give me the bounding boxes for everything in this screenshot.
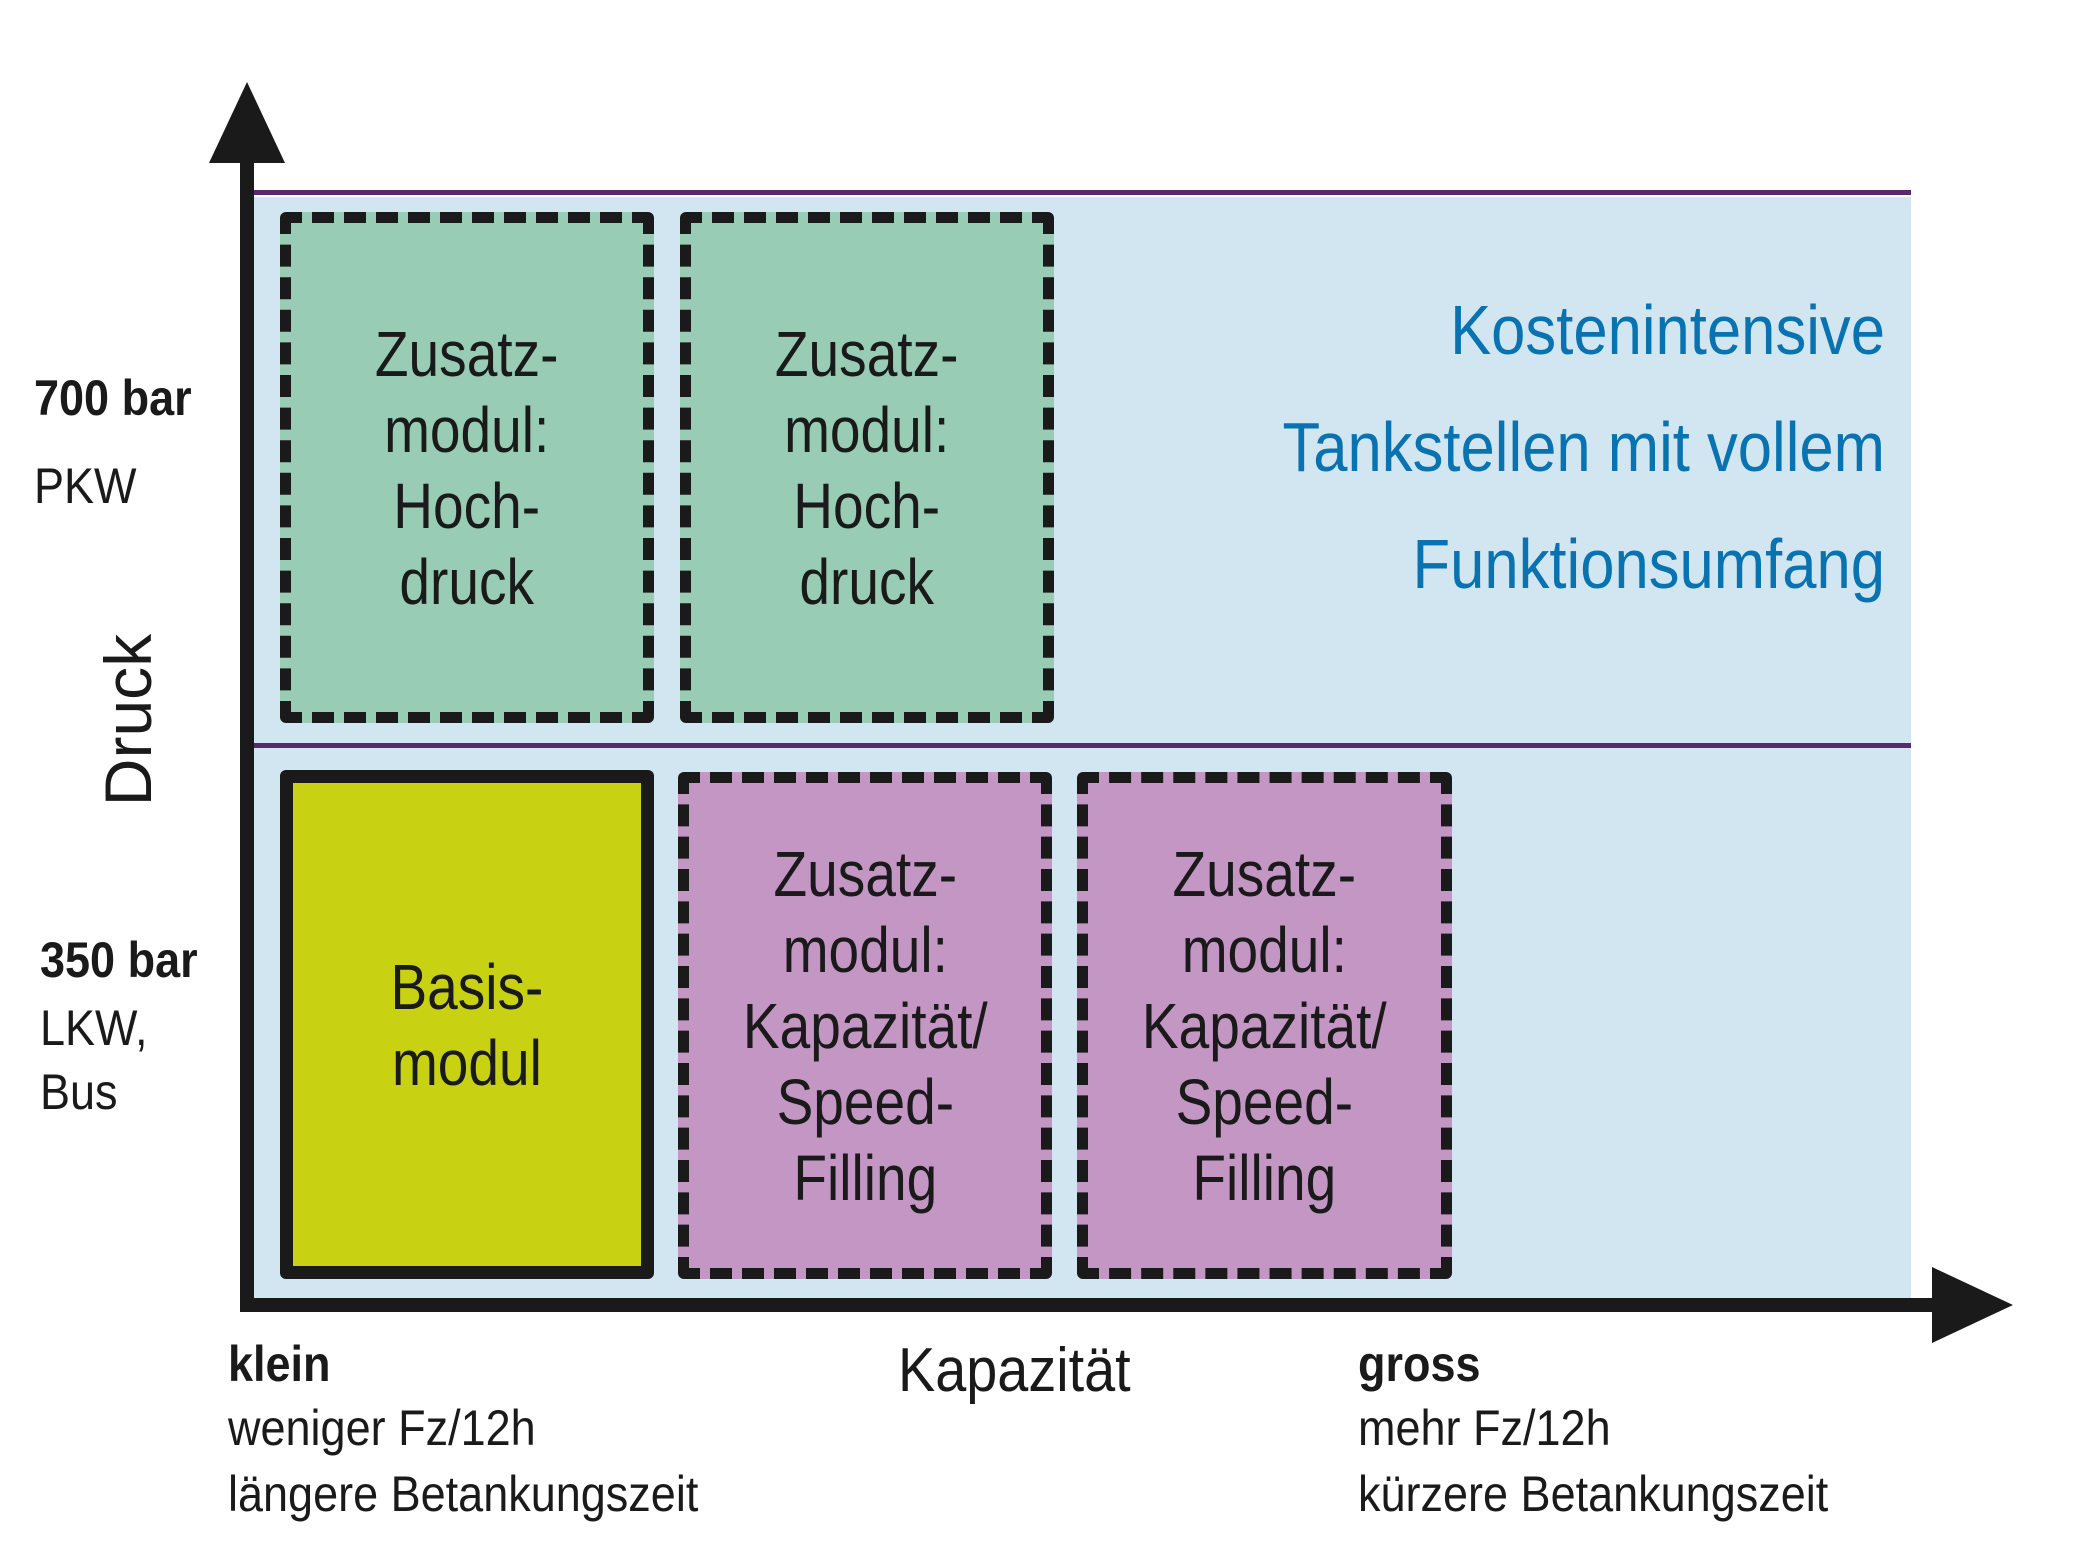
x-axis-line bbox=[240, 1298, 1960, 1312]
module-label: Zusatz- modul: Kapazität/ Speed- Filling bbox=[742, 837, 988, 1214]
x-axis-arrow-icon bbox=[1932, 1267, 2013, 1343]
middle-divider-line bbox=[247, 743, 1911, 748]
top-divider-line bbox=[247, 190, 1911, 195]
module-label: Basis- modul bbox=[390, 950, 544, 1099]
y-axis-title: Druck bbox=[91, 633, 165, 807]
y-axis-arrow-icon bbox=[209, 82, 285, 163]
annotation-line-1: Kostenintensive bbox=[1450, 291, 1885, 369]
annotation-line-2: Tankstellen mit vollem bbox=[1282, 408, 1885, 486]
x-high-line2: kürzere Betankungszeit bbox=[1358, 1466, 1829, 1522]
annotation-line-3: Funktionsumfang bbox=[1412, 525, 1885, 603]
module-basis: Basis- modul bbox=[280, 770, 654, 1279]
cost-annotation: Kostenintensive Tankstellen mit vollem F… bbox=[985, 272, 1885, 623]
y-level-700-vehicles: PKW bbox=[34, 458, 137, 514]
module-label: Zusatz- modul: Kapazität/ Speed- Filling bbox=[1142, 837, 1387, 1214]
module-label: Zusatz- modul: Hoch- druck bbox=[775, 317, 959, 618]
x-low-line1: weniger Fz/12h bbox=[228, 1400, 536, 1456]
module-high-pressure-2: Zusatz- modul: Hoch- druck bbox=[680, 212, 1054, 723]
module-capacity-1: Zusatz- modul: Kapazität/ Speed- Filling bbox=[678, 772, 1052, 1279]
y-level-700-label: 700 bar bbox=[34, 370, 192, 426]
module-capacity-2: Zusatz- modul: Kapazität/ Speed- Filling bbox=[1077, 772, 1452, 1279]
y-level-350-vehicles: LKW, Bus bbox=[40, 1000, 148, 1120]
x-high-label: gross bbox=[1358, 1336, 1481, 1392]
x-low-label: klein bbox=[228, 1336, 331, 1392]
x-low-line2: längere Betankungszeit bbox=[228, 1466, 699, 1522]
module-label: Zusatz- modul: Hoch- druck bbox=[375, 317, 559, 618]
y-level-350-label: 350 bar bbox=[40, 932, 198, 988]
y-axis-line bbox=[240, 150, 254, 1312]
x-axis-title: Kapazität bbox=[898, 1336, 1131, 1405]
x-high-line1: mehr Fz/12h bbox=[1358, 1400, 1611, 1456]
module-high-pressure-1: Zusatz- modul: Hoch- druck bbox=[280, 212, 654, 723]
